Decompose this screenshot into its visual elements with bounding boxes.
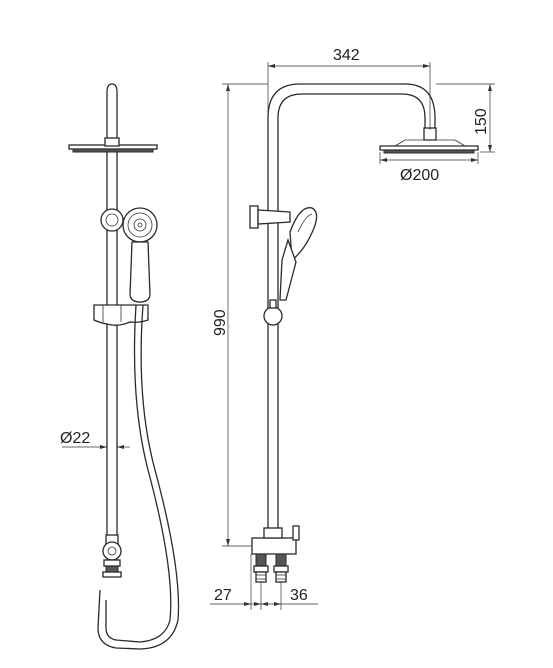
side-holder — [249, 205, 259, 229]
top-rod — [106, 83, 118, 140]
side-slider-knob — [263, 306, 283, 326]
front-diverter — [102, 541, 122, 561]
dim-outlet-left: 27 — [214, 587, 232, 604]
outlet-left — [255, 553, 267, 567]
hand-shower-handle — [129, 241, 151, 303]
outlet-right — [275, 553, 287, 567]
side-hand-shower-handle — [279, 237, 297, 301]
dim-head-diameter: Ø200 — [400, 167, 439, 184]
side-shower-head — [379, 145, 479, 151]
holder-ring — [100, 208, 124, 232]
front-shower-nozzles — [72, 148, 154, 153]
arm-outer — [267, 83, 436, 128]
mixer-valve — [251, 537, 297, 555]
front-view: Ø22 — [60, 83, 180, 650]
dim-pipe-diameter: Ø22 — [60, 430, 90, 447]
dim-top-width: 342 — [333, 47, 360, 64]
dim-outlet-right: 36 — [290, 587, 308, 604]
side-view: 342 150 Ø200 990 27 36 — [210, 47, 495, 610]
dim-total-height: 990 — [212, 309, 229, 336]
arm-inner — [277, 93, 426, 128]
dim-arm-height: 150 — [473, 108, 490, 135]
hose-outer — [105, 304, 172, 643]
side-hand-shower — [289, 207, 318, 262]
hose-inner — [97, 304, 180, 650]
